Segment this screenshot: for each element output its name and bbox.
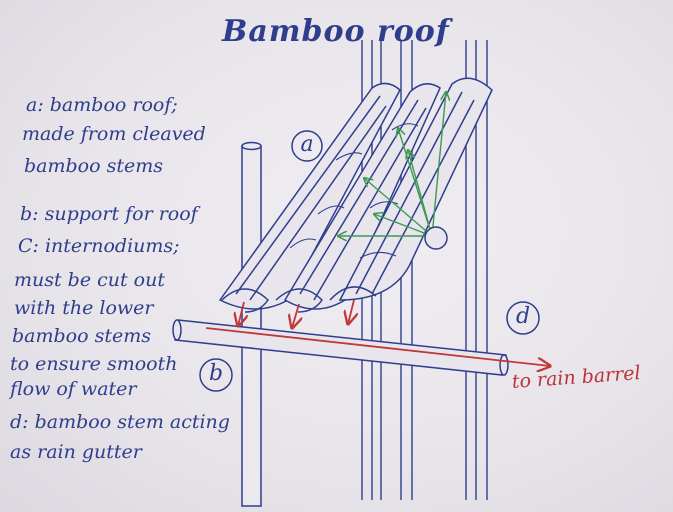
legend-line: a: bamboo roof; — [26, 94, 178, 116]
legend-line: d: bamboo stem acting — [10, 411, 230, 433]
internode-segment-lines — [289, 123, 419, 259]
legend-line: must be cut out — [14, 269, 165, 291]
callout-circle-b — [199, 358, 233, 392]
callout-circle-d — [506, 301, 540, 335]
legend-line: as rain gutter — [10, 441, 142, 463]
legend-line: to ensure smooth — [10, 353, 178, 375]
diagram-title: Bamboo roof — [222, 14, 450, 49]
internode-arrows — [338, 92, 446, 236]
legend-line: C: internodiums; — [18, 235, 180, 257]
roof-half-tubes — [218, 77, 493, 313]
callout-label-a: a — [300, 132, 314, 157]
legend-line: b: support for roof — [20, 203, 198, 225]
legend-line: bamboo stems — [12, 325, 151, 347]
legend-line: with the lower — [14, 297, 154, 319]
internode-marker-circle — [424, 226, 448, 250]
legend-line: made from cleaved — [22, 123, 206, 145]
legend-line: flow of water — [10, 378, 137, 400]
callout-label-b: b — [208, 361, 224, 386]
legend-line: bamboo stems — [24, 155, 163, 177]
callout-label-d: d — [515, 304, 531, 329]
water-flow-arrows — [205, 299, 550, 366]
callout-circle-a — [291, 130, 323, 162]
front-support-post — [241, 141, 262, 507]
